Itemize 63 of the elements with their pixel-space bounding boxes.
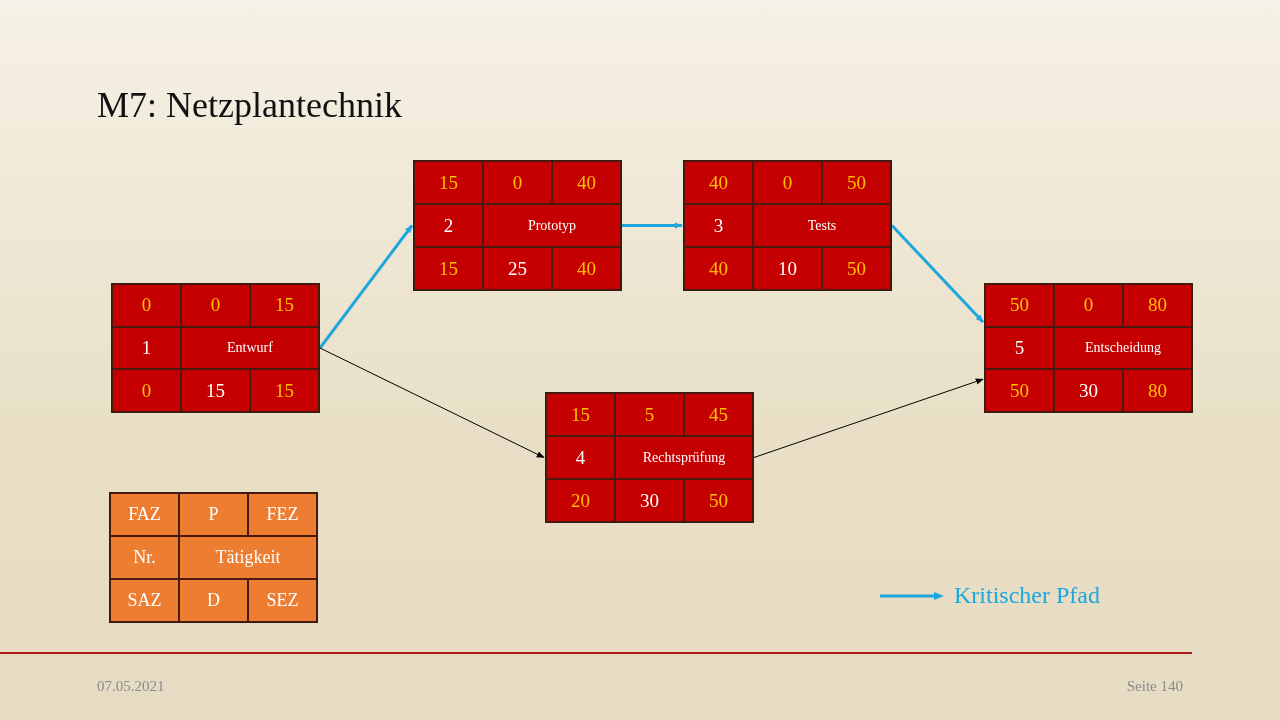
time-value: 15 [250, 369, 319, 412]
time-value: 15 [250, 284, 319, 327]
buffer-value: 0 [753, 161, 822, 204]
time-value: 20 [546, 479, 615, 522]
time-value: 40 [684, 161, 753, 204]
arrow [890, 224, 985, 324]
buffer-value: 5 [615, 393, 684, 436]
activity-table [683, 160, 892, 291]
arrow [318, 224, 414, 349]
arrow [753, 378, 984, 458]
slide-title: M7: Netzplantechnik [97, 84, 402, 126]
time-value: 80 [1123, 369, 1192, 412]
duration-value: 30 [615, 479, 684, 522]
duration-value: 10 [753, 247, 822, 290]
legend-text: Kritischer Pfad [954, 582, 1100, 609]
activity-number: 2 [414, 204, 483, 247]
legend-key: FEZ [248, 493, 317, 536]
activity-number: 4 [546, 436, 615, 479]
activity-name: Prototyp [483, 204, 621, 247]
buffer-value: 0 [483, 161, 552, 204]
activity-name: Tests [753, 204, 891, 247]
buffer-value: 0 [1054, 284, 1123, 327]
activity-table [545, 392, 754, 523]
legend-key: D [179, 579, 248, 622]
arrow [319, 347, 545, 458]
time-value: 80 [1123, 284, 1192, 327]
duration-value: 30 [1054, 369, 1123, 412]
time-value: 40 [684, 247, 753, 290]
legend-key: SEZ [248, 579, 317, 622]
duration-value: 25 [483, 247, 552, 290]
legend-key: Tätigkeit [179, 536, 317, 579]
time-value: 15 [414, 161, 483, 204]
activity-number: 1 [112, 326, 181, 370]
date-text: 07.05.2021 [97, 678, 165, 695]
arrow [622, 222, 683, 229]
activity-name: Entwurf [181, 326, 319, 370]
time-value: 40 [552, 161, 621, 204]
buffer-value: 0 [181, 284, 250, 327]
time-value: 50 [985, 284, 1054, 327]
activity-table [413, 160, 622, 291]
time-value: 50 [822, 247, 891, 290]
activity-name: Rechtsprüfung [615, 436, 753, 479]
time-value: 50 [985, 369, 1054, 412]
legend-key: Nr. [110, 536, 179, 579]
legend-key: SAZ [110, 579, 179, 622]
activity-name: Entscheidung [1054, 326, 1192, 370]
time-value: 0 [112, 369, 181, 412]
time-value: 15 [414, 247, 483, 290]
legend-key: FAZ [110, 493, 179, 536]
activity-number: 5 [985, 326, 1054, 370]
duration-value: 15 [181, 369, 250, 412]
time-value: 50 [684, 479, 753, 522]
page-number: Seite 140 [1126, 678, 1183, 695]
time-value: 15 [546, 393, 615, 436]
legend-key: P [179, 493, 248, 536]
time-value: 45 [684, 393, 753, 436]
activity-table [984, 283, 1193, 413]
time-value: 0 [112, 284, 181, 327]
legend-table [109, 492, 318, 623]
activity-table [111, 283, 320, 413]
time-value: 50 [822, 161, 891, 204]
activity-number: 3 [684, 204, 753, 247]
time-value: 40 [552, 247, 621, 290]
